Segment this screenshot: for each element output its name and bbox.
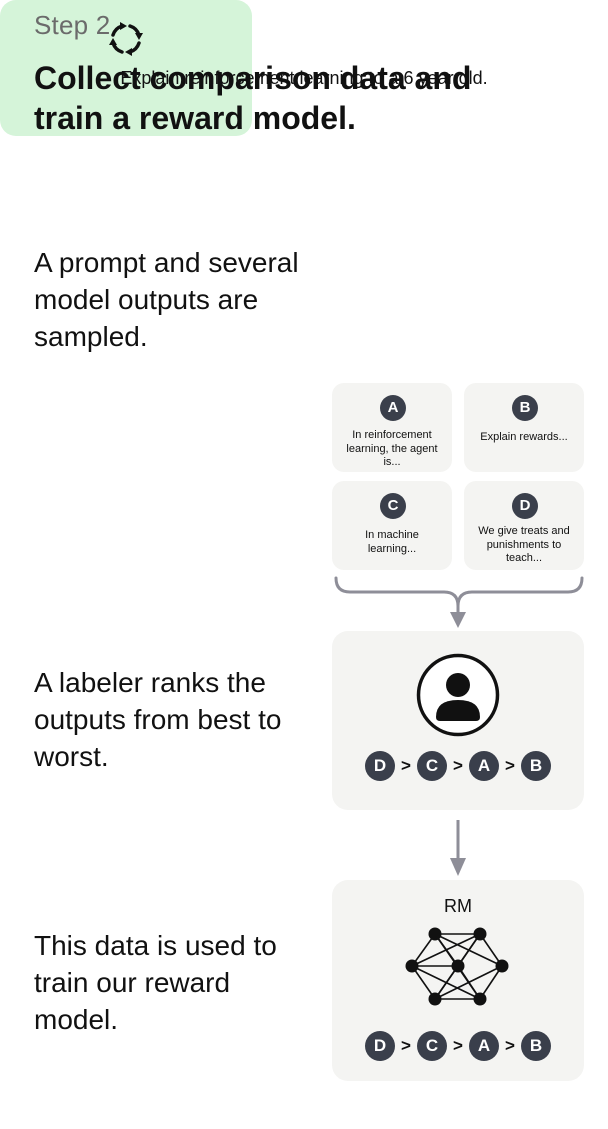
person-icon [416,653,500,737]
prompt-card: Explain reinforcement learning to a 6 ye… [0,0,488,136]
output-text: We give treats and punishments to teach.… [478,525,570,564]
rank-badge: D [365,1031,395,1061]
output-bracket [334,576,584,607]
cycle-arrows-icon [109,22,143,56]
rank-separator: > [401,1036,411,1055]
rank-badge: A [469,751,499,781]
output-card-c: C In machine learning... [332,481,452,570]
rank-badge: B [521,751,551,781]
output-text: In reinforcement learning, the agent is.… [346,429,438,468]
labeler-card: D > C > A > B [332,631,584,810]
output-badge: C [380,493,406,519]
rm-label: RM [444,896,472,916]
rank-badge: B [521,1031,551,1061]
rank-separator: > [401,756,411,775]
rank-separator: > [453,1036,463,1055]
rank-badge: C [417,751,447,781]
rank-separator: > [505,756,515,775]
arrow-head-labeler [450,612,466,628]
output-card-d: D We give treats and punishments to teac… [464,481,584,570]
output-text: In machine learning... [365,529,419,555]
rank-badge: C [417,1031,447,1061]
rank-separator: > [505,1036,515,1055]
ranking-row: D > C > A > B [332,1031,584,1061]
output-badge: D [512,493,538,519]
rank-badge: D [365,751,395,781]
output-badge: B [512,395,538,421]
output-card-a: A In reinforcement learning, the agent i… [332,383,452,472]
reward-model-card: RM [332,880,584,1081]
rank-description: A labeler ranks the outputs from best to… [34,667,282,772]
rank-badge: A [469,1031,499,1061]
ranking-row: D > C > A > B [332,751,584,781]
arrow-head-rm [450,858,466,876]
prompt-text: Explain reinforcement learning to a 6 ye… [120,68,488,88]
page-title: Collect comparison data and train a rewa… [34,60,472,136]
sample-description: A prompt and several model outputs are s… [34,247,299,352]
step-label: Step 2 [34,10,111,40]
rank-separator: > [453,756,463,775]
output-badge: A [380,395,406,421]
output-text: Explain rewards... [480,431,568,443]
neural-network-icon [405,927,509,1006]
train-description: This data is used to train our reward mo… [34,930,277,1035]
output-card-b: B Explain rewards... [464,383,584,472]
